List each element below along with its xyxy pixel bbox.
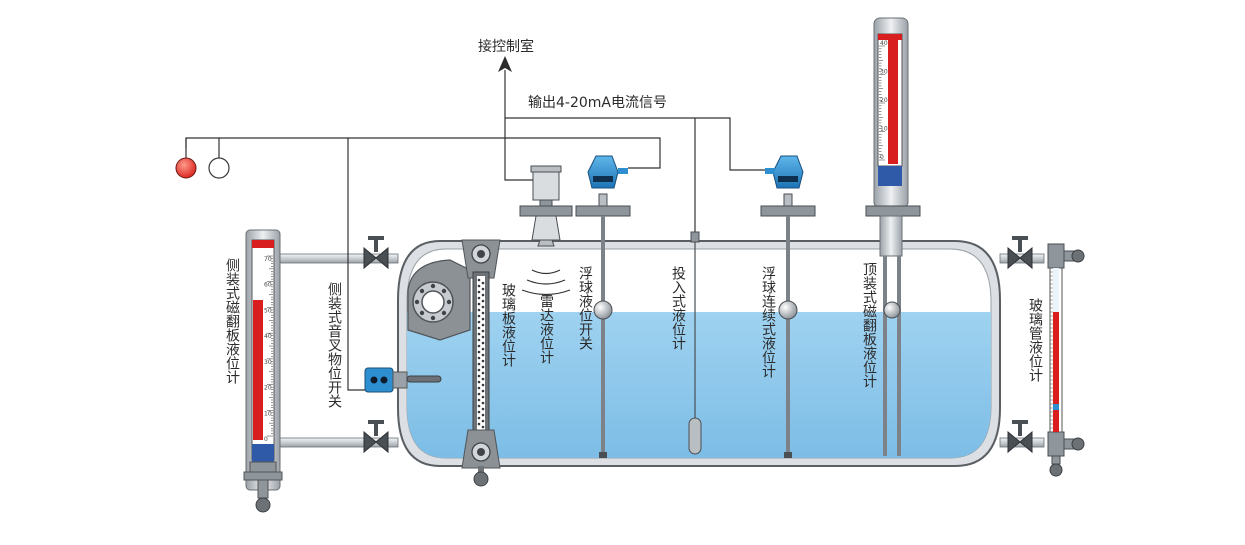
manhole <box>407 259 471 341</box>
valve-icon <box>363 420 389 454</box>
plate-bolt <box>481 413 485 417</box>
float-switch-label: 浮球液位开关 <box>577 266 593 350</box>
plate-bolt <box>481 329 485 333</box>
liquid <box>407 312 991 458</box>
side-tuning-fork-label: 侧装式音叉物位开关 <box>326 282 342 408</box>
plate-bolt <box>477 386 481 390</box>
plate-bolt <box>477 284 481 288</box>
plate-bolt <box>481 389 485 393</box>
glass-tube-level-gauge <box>999 236 1085 477</box>
plate-bolt <box>477 422 481 426</box>
plate-bolt <box>477 296 481 300</box>
plate-bolt <box>477 290 481 294</box>
glass-tube-label: 玻璃管液位计 <box>1027 298 1043 382</box>
plate-bolt <box>477 374 481 378</box>
scale-tick-label: 30 <box>264 359 272 366</box>
scale-tick-label: 20 <box>264 385 272 392</box>
plate-bolt <box>477 350 481 354</box>
scale-tick-label: 20 <box>880 97 888 104</box>
valve-icon <box>1007 236 1033 270</box>
scale-tick-label: 60 <box>264 282 272 289</box>
plate-bolt <box>481 407 485 411</box>
plate-bolt <box>481 419 485 423</box>
signal-wiring <box>185 70 765 391</box>
radar-label: 雷达液位计 <box>538 294 554 364</box>
plate-bolt <box>477 398 481 402</box>
plate-bolt <box>477 278 481 282</box>
plate-bolt <box>481 383 485 387</box>
plate-bolt <box>481 323 485 327</box>
plate-bolt <box>477 320 481 324</box>
float-continuous-label: 浮球连续式液位计 <box>760 266 776 378</box>
plate-bolt <box>481 347 485 351</box>
plate-bolt <box>481 281 485 285</box>
scale-tick-label: 70 <box>264 256 272 263</box>
plate-bolt <box>481 293 485 297</box>
plate-bolt <box>481 371 485 375</box>
plate-bolt <box>477 338 481 342</box>
top-magnetic-flap-label: 顶装式磁翻板液位计 <box>861 262 877 388</box>
submersible-label: 投入式液位计 <box>670 266 686 350</box>
plate-bolt <box>477 356 481 360</box>
scale-tick-label: 40 <box>264 333 272 340</box>
scale-tick-label: 30 <box>880 69 888 76</box>
plate-bolt <box>481 377 485 381</box>
top-magnetic-flap-gauge: 40 30 20 10 0 <box>865 17 921 456</box>
white-indicator-lamp <box>208 157 230 179</box>
plate-bolt <box>481 401 485 405</box>
plate-bolt <box>477 392 481 396</box>
plate-bolt <box>477 344 481 348</box>
scale-tick-label: 40 <box>880 40 888 47</box>
plate-bolt <box>481 287 485 291</box>
plate-bolt <box>481 395 485 399</box>
control-room-label: 接控制室 <box>478 38 534 55</box>
plate-bolt <box>477 404 481 408</box>
plate-bolt <box>481 341 485 345</box>
valve-icon <box>1007 420 1033 454</box>
plate-bolt <box>481 317 485 321</box>
scale-tick-label: 50 <box>264 307 272 314</box>
scale-tick-label: 10 <box>264 410 272 417</box>
plate-bolt <box>477 332 481 336</box>
scale-tick-label: 0 <box>880 154 884 161</box>
scale-tick-label: 0 <box>264 436 268 443</box>
plate-bolt <box>477 326 481 330</box>
plate-bolt <box>481 335 485 339</box>
glass-plate-level-gauge <box>461 239 501 487</box>
float-continuous-level-meter <box>760 155 816 458</box>
plate-bolt <box>481 365 485 369</box>
plate-bolt <box>481 359 485 363</box>
plate-bolt <box>477 308 481 312</box>
plate-bolt <box>477 302 481 306</box>
plate-bolt <box>481 425 485 429</box>
plate-bolt <box>481 311 485 315</box>
output-signal-label: 输出4-20mA电流信号 <box>528 95 667 111</box>
side-magnetic-flap-label: 侧装式磁翻板液位计 <box>224 258 240 384</box>
red-indicator-lamp <box>175 157 197 179</box>
float-level-switch <box>575 155 631 458</box>
side-magnetic-flap-gauge: 70 60 50 40 30 20 10 0 <box>243 229 399 513</box>
radar-level-meter <box>519 165 573 296</box>
plate-bolt <box>477 410 481 414</box>
glass-plate-label: 玻璃板液位计 <box>500 283 516 367</box>
plate-bolt <box>477 380 481 384</box>
scale-tick-label: 10 <box>880 126 888 133</box>
plate-bolt <box>481 305 485 309</box>
arrow-up-icon <box>498 56 512 72</box>
plate-bolt <box>477 362 481 366</box>
plate-bolt <box>481 299 485 303</box>
plate-bolt <box>477 314 481 318</box>
tuning-fork-switch <box>364 367 442 393</box>
plate-bolt <box>481 353 485 357</box>
plate-bolt <box>477 368 481 372</box>
plate-bolt <box>477 416 481 420</box>
horizontal-tank <box>397 240 1001 467</box>
submersible-level-transmitter <box>688 231 702 455</box>
valve-icon <box>363 236 389 270</box>
